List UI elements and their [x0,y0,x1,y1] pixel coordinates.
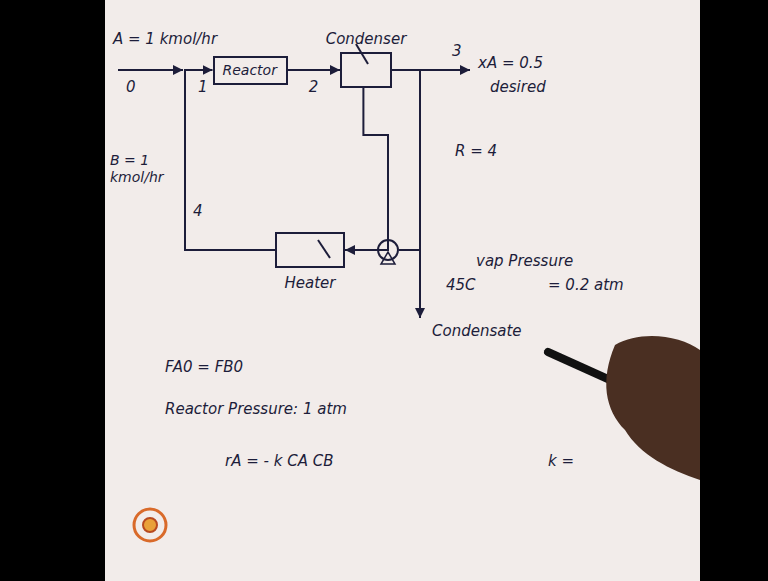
stream-name: Condensate [432,322,522,340]
node-label: Reactor [223,62,278,79]
reactor-box: Reactor [213,56,288,85]
rate-equation: rA = - k CA CB [225,452,333,470]
stream-line [185,70,275,250]
hand [606,336,700,480]
feed-line [118,69,183,71]
stream-number: 3 [452,42,462,60]
split-line [419,70,421,250]
feed-note: B = 1 kmol/hr [110,152,176,186]
condition-note: Reactor Pressure: 1 atm [165,400,347,418]
node-label: Condenser [326,30,407,48]
heater-box: Heater [275,232,345,268]
split-to-compressor [399,249,420,251]
condition-note: = 0.2 atm [548,276,624,294]
condition-note: 45C [446,276,476,294]
paper-sheet [105,0,700,581]
stream-number: 4 [193,202,203,220]
stream-line [345,88,388,250]
compressor-stand [381,252,395,264]
equation: k = [548,452,574,470]
equation: FA0 = FB0 [165,358,243,376]
stream-number: 1 [198,78,208,96]
stream-number: 0 [126,78,136,96]
node-label: Heater [285,274,336,292]
stream-number: 2 [309,78,319,96]
spec-note: desired [490,78,546,96]
condition-note: vap Pressure [476,252,573,270]
logo-ring [134,509,166,541]
feed-note: A = 1 kmol/hr [113,30,217,48]
heater-mark [318,240,330,258]
product-line [392,69,470,71]
spec-note: xA = 0.5 [478,54,543,72]
stream-line [288,69,341,71]
condensate-line [419,250,421,318]
ratio-note: R = 4 [455,142,497,160]
logo-core [143,518,157,532]
condenser-box: Condenser [340,52,392,88]
